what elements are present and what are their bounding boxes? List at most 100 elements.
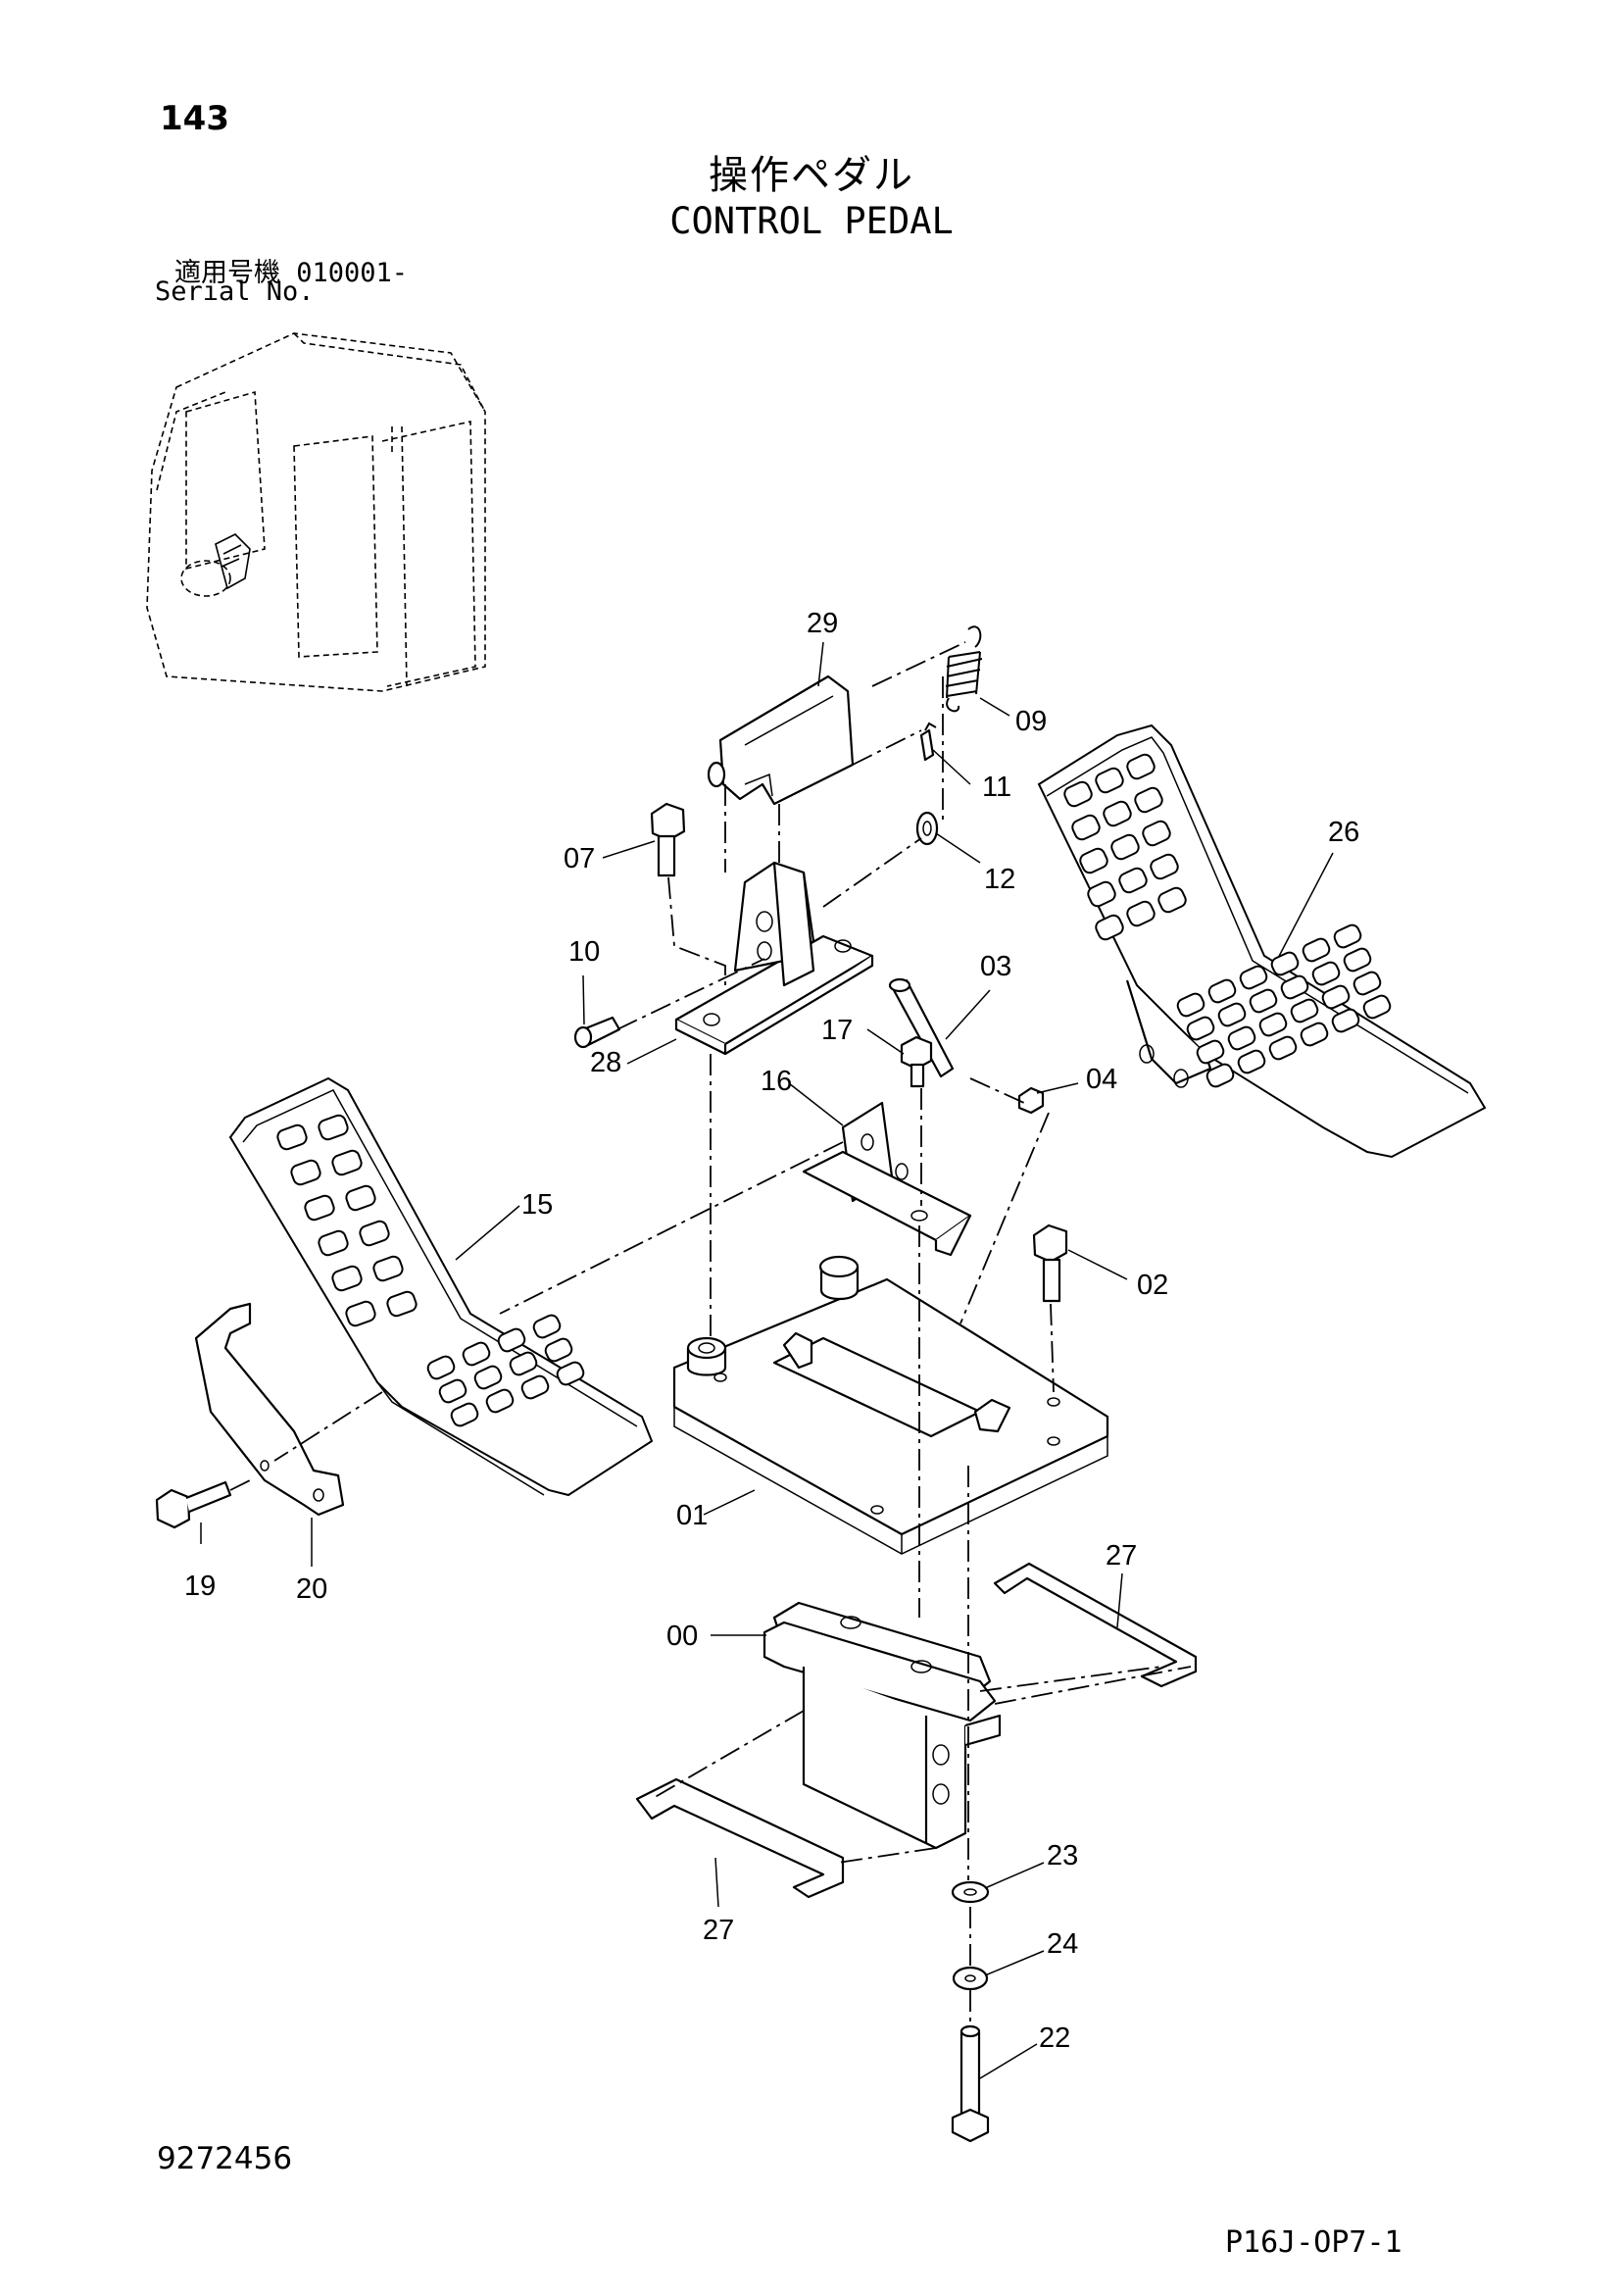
part-16-bracket	[802, 1101, 972, 1257]
part-01-base-plate	[672, 1255, 1109, 1555]
pedal-tread-pad	[485, 1388, 515, 1414]
pedal-tread-pad	[1126, 900, 1156, 927]
part-23-washer	[951, 1880, 990, 1904]
pedal-tread-pad	[331, 1265, 363, 1292]
callout-28: 28	[590, 1047, 621, 1078]
pedal-tread-pad	[1063, 780, 1093, 808]
pedal-tread-pad	[1343, 947, 1372, 973]
callout-12: 12	[984, 864, 1015, 895]
pedal-tread-pad	[345, 1184, 376, 1212]
callout-07: 07	[564, 843, 595, 874]
callout-16: 16	[761, 1066, 792, 1097]
pedal-tread-pad	[462, 1341, 491, 1367]
pedal-tread-pad	[1079, 847, 1108, 874]
pedal-tread-pad	[1321, 984, 1351, 1010]
part-12-washer	[915, 811, 939, 846]
callout-26: 26	[1328, 817, 1359, 848]
serial-label-jp: 適用号機	[174, 258, 280, 288]
pedal-tread-pad	[1134, 786, 1163, 814]
pedal-tread-pad	[1095, 767, 1124, 794]
pedal-tread-pad	[318, 1229, 349, 1257]
part-09-spring	[945, 625, 983, 713]
pedal-tread-pad	[1087, 880, 1116, 908]
pedal-tread-pad	[345, 1300, 376, 1327]
pedal-tread-pad	[438, 1378, 467, 1404]
pedal-tread-pad	[1157, 886, 1187, 914]
pedal-tread-pad	[1207, 978, 1237, 1004]
callout-labels: 29 09 11 07 12 26 10 03 28 17 04 16 15 0…	[184, 608, 1359, 2054]
pedal-tread-pad	[1270, 951, 1300, 976]
page-reference: P16J-OP7-1	[1225, 2225, 1402, 2260]
pedal-tread-pad	[1258, 1012, 1288, 1037]
pedal-tread-pad	[1268, 1035, 1298, 1061]
pedal-tread-pad	[1103, 800, 1132, 827]
pedal-tread-pad	[1095, 914, 1124, 941]
callout-17: 17	[821, 1015, 853, 1046]
callout-04: 04	[1086, 1064, 1117, 1095]
pedal-tread-pad	[556, 1361, 585, 1386]
callout-20: 20	[296, 1573, 327, 1605]
callout-22: 22	[1039, 2022, 1070, 2054]
pedal-tread-pad	[372, 1255, 404, 1282]
pedal-tread-pad	[1110, 833, 1140, 861]
pedal-tread-pad	[331, 1149, 363, 1176]
part-02-bolt	[1032, 1223, 1068, 1303]
callout-29: 29	[807, 608, 838, 639]
pedal-tread-pad	[1227, 1025, 1256, 1051]
pedal-tread-pad	[386, 1290, 418, 1318]
callout-27-lower: 27	[703, 1915, 734, 1946]
callout-11: 11	[982, 772, 1011, 803]
callout-03: 03	[980, 951, 1011, 982]
pedal-tread-pad	[1205, 1063, 1235, 1088]
pedal-tread-pad	[520, 1374, 550, 1400]
part-29-bracket	[707, 674, 855, 806]
serial-value: 010001-	[296, 258, 409, 288]
pedal-tread-pad	[1118, 867, 1148, 894]
callout-00: 00	[666, 1621, 698, 1652]
pedal-tread-pad	[1186, 1016, 1215, 1041]
page-title-jp: 操作ペダル	[709, 153, 914, 198]
pedal-tread-pad	[426, 1355, 456, 1380]
pedal-tread-pad	[544, 1337, 573, 1363]
pedal-tread-pad	[1280, 974, 1309, 1000]
callout-15: 15	[521, 1189, 553, 1221]
page-title-en: CONTROL PEDAL	[669, 200, 954, 242]
pedal-tread-pad	[497, 1327, 526, 1353]
pedal-tread-pad	[318, 1114, 349, 1141]
part-24-washer	[952, 1966, 989, 1991]
pedal-tread-pad	[1237, 1049, 1266, 1074]
part-04-nut	[1017, 1086, 1045, 1115]
callout-19: 19	[184, 1571, 216, 1602]
part-27-plate-upper	[993, 1562, 1198, 1688]
pedal-tread-pad	[1362, 994, 1392, 1020]
pedal-tread-pad	[1239, 965, 1268, 990]
callout-27-upper: 27	[1106, 1540, 1137, 1572]
pedal-tread-pad	[509, 1351, 538, 1376]
pedal-tread-pad	[1302, 937, 1331, 963]
pedal-tread-pad	[1126, 753, 1156, 780]
part-07-bolt	[650, 802, 686, 877]
part-00-valve	[762, 1601, 1002, 1850]
serial-applicable: 適用号機 010001-	[174, 251, 408, 289]
pedal-tread-pad	[1150, 853, 1179, 880]
pedal-tread-pad	[1311, 961, 1341, 986]
pedal-tread-pad	[1352, 971, 1382, 996]
pedal-tread-pad	[1176, 992, 1205, 1018]
pedal-tread-pad	[1290, 998, 1319, 1023]
part-22-bolt	[951, 2024, 990, 2143]
callout-24: 24	[1047, 1928, 1078, 1960]
document-number: 9272456	[157, 2141, 293, 2176]
part-28-bracket	[674, 861, 874, 1056]
cab-location-inset	[146, 332, 486, 692]
part-19-bolt	[155, 1480, 232, 1529]
pedal-tread-pad	[532, 1314, 562, 1339]
part-27-plate-lower	[635, 1777, 845, 1899]
serial-label-en: Serial No.	[155, 276, 315, 307]
part-10-pin	[573, 1016, 621, 1049]
part-20-bracket	[194, 1302, 345, 1517]
pedal-tread-pad	[1071, 814, 1101, 841]
callout-09: 09	[1015, 706, 1047, 737]
pedal-tread-pad	[276, 1123, 308, 1151]
callout-01: 01	[676, 1500, 708, 1531]
